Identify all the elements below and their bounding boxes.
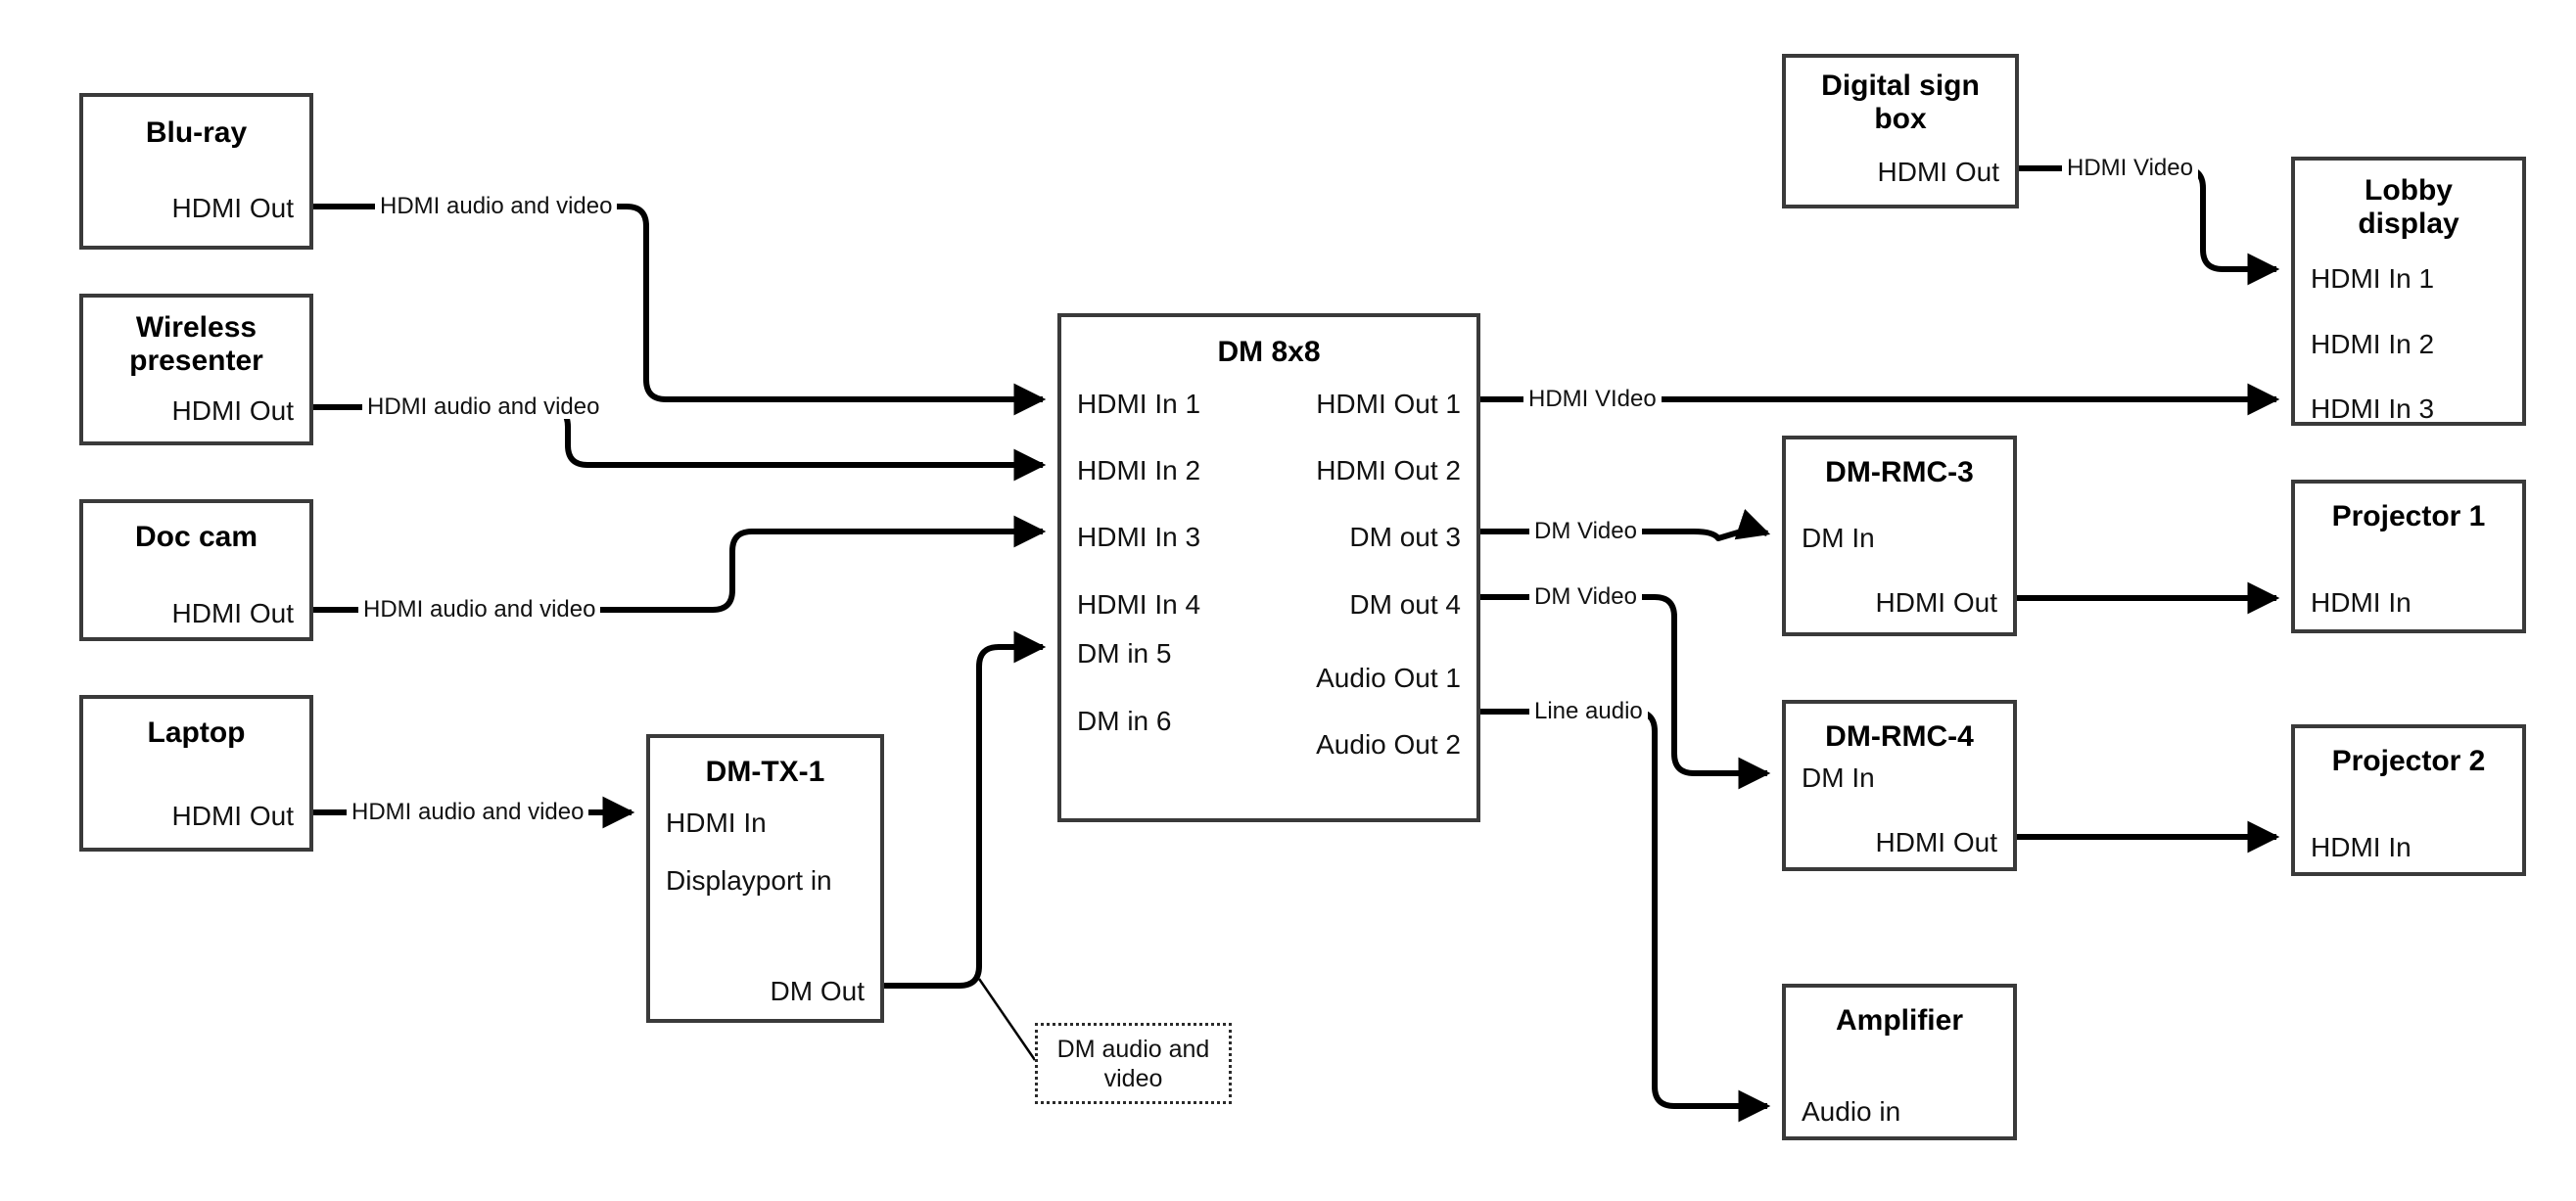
node-dm-rmc-4[interactable]: DM-RMC-4 DM In HDMI Out xyxy=(1782,700,2017,871)
node-lobby-display-title: Lobby display xyxy=(2358,174,2459,240)
node-doc-cam-title: Doc cam xyxy=(134,521,258,553)
node-laptop-title: Laptop xyxy=(147,716,246,749)
node-projector-2[interactable]: Projector 2 HDMI In xyxy=(2291,724,2526,876)
node-dm-8x8-port-dm-in-6[interactable]: DM in 6 xyxy=(1077,706,1172,736)
edge-label-dm8x8-out1-to-lobby: HDMI VIdeo xyxy=(1523,388,1662,411)
node-dm-8x8-port-dm-in-5[interactable]: DM in 5 xyxy=(1077,638,1172,669)
node-projector-2-port-hdmi-in[interactable]: HDMI In xyxy=(2311,832,2412,862)
node-digital-sign-box[interactable]: Digital sign box HDMI Out xyxy=(1782,54,2019,208)
wire-dm8x8-audio-to-amplifier xyxy=(1480,709,1771,1123)
node-bluray-port-hdmi-out[interactable]: HDMI Out xyxy=(171,193,294,223)
node-dm-rmc-4-title: DM-RMC-4 xyxy=(1825,720,1974,753)
node-lobby-display-port-hdmi-in-1[interactable]: HDMI In 1 xyxy=(2311,263,2435,294)
edge-label-laptop-to-dmtx1: HDMI audio and video xyxy=(347,801,589,824)
callout-leader-line xyxy=(977,978,1037,1061)
node-dm-8x8-port-hdmi-in-3[interactable]: HDMI In 3 xyxy=(1077,522,1201,552)
node-lobby-display-port-hdmi-in-3[interactable]: HDMI In 3 xyxy=(2311,393,2435,424)
node-dm-8x8-port-hdmi-out-2[interactable]: HDMI Out 2 xyxy=(1316,455,1461,485)
node-dm-8x8-port-hdmi-out-1[interactable]: HDMI Out 1 xyxy=(1316,389,1461,419)
node-dm-8x8-port-audio-out-1[interactable]: Audio Out 1 xyxy=(1316,663,1461,693)
edge-label-doccam-to-dm8x8: HDMI audio and video xyxy=(358,598,601,622)
wire-dmtx1-to-dm8x8 xyxy=(884,630,1047,989)
node-dm-tx-1-title: DM-TX-1 xyxy=(705,756,825,788)
edge-label-audio-out-1-to-amplifier: Line audio xyxy=(1529,700,1648,723)
edge-label-wireless-to-dm8x8: HDMI audio and video xyxy=(362,395,605,419)
node-dm-tx-1-port-dm-out[interactable]: DM Out xyxy=(770,976,865,1006)
node-lobby-display-port-hdmi-in-2[interactable]: HDMI In 2 xyxy=(2311,329,2435,359)
node-amplifier-port-audio-in[interactable]: Audio in xyxy=(1802,1096,1901,1127)
edge-label-digitalsign-to-lobby: HDMI Video xyxy=(2062,157,2198,180)
node-dm-rmc-3[interactable]: DM-RMC-3 DM In HDMI Out xyxy=(1782,436,2017,636)
node-dm-8x8-port-audio-out-2[interactable]: Audio Out 2 xyxy=(1316,729,1461,760)
node-dm-rmc-3-title: DM-RMC-3 xyxy=(1825,456,1974,488)
wire-bluray-to-dm8x8 xyxy=(313,204,1047,416)
wire-digitalsign-to-lobby xyxy=(2019,165,2280,286)
wire-dm8x8-out4-to-dmrmc4 xyxy=(1480,594,1771,790)
node-dm-8x8-port-hdmi-in-1[interactable]: HDMI In 1 xyxy=(1077,389,1201,419)
node-dm-rmc-3-port-dm-in[interactable]: DM In xyxy=(1802,523,1875,553)
edge-label-bluray-to-dm8x8: HDMI audio and video xyxy=(375,195,618,218)
node-dm-rmc-4-port-dm-in[interactable]: DM In xyxy=(1802,762,1875,793)
node-dm-8x8-port-hdmi-in-4[interactable]: HDMI In 4 xyxy=(1077,589,1201,620)
node-doc-cam[interactable]: Doc cam HDMI Out xyxy=(79,499,313,641)
node-wireless-presenter-port-hdmi-out[interactable]: HDMI Out xyxy=(171,395,294,426)
node-doc-cam-port-hdmi-out[interactable]: HDMI Out xyxy=(171,598,294,628)
node-digital-sign-box-title: Digital sign box xyxy=(1821,69,1980,135)
node-amplifier-title: Amplifier xyxy=(1835,1004,1964,1037)
node-wireless-presenter[interactable]: Wireless presenter HDMI Out xyxy=(79,294,313,445)
node-laptop-port-hdmi-out[interactable]: HDMI Out xyxy=(171,801,294,831)
node-dm-8x8[interactable]: DM 8x8 HDMI In 1 HDMI In 2 HDMI In 3 HDM… xyxy=(1057,313,1480,822)
node-projector-1[interactable]: Projector 1 HDMI In xyxy=(2291,480,2526,633)
node-dm-tx-1-port-displayport-in[interactable]: Displayport in xyxy=(666,865,832,896)
node-bluray-title: Blu-ray xyxy=(145,116,248,149)
node-dm-rmc-3-port-hdmi-out[interactable]: HDMI Out xyxy=(1875,587,1997,618)
node-dm-tx-1-port-hdmi-in[interactable]: HDMI In xyxy=(666,808,767,838)
node-dm-8x8-port-dm-out-3[interactable]: DM out 3 xyxy=(1349,522,1461,552)
node-digital-sign-box-port-hdmi-out[interactable]: HDMI Out xyxy=(1877,157,1999,187)
edge-label-dm8x8-out3-to-dmrmc3: DM Video xyxy=(1529,520,1642,543)
node-bluray[interactable]: Blu-ray HDMI Out xyxy=(79,93,313,250)
node-dm-8x8-port-dm-out-4[interactable]: DM out 4 xyxy=(1349,589,1461,620)
node-dm-8x8-port-hdmi-in-2[interactable]: HDMI In 2 xyxy=(1077,455,1201,485)
node-projector-1-port-hdmi-in[interactable]: HDMI In xyxy=(2311,587,2412,618)
node-dm-rmc-4-port-hdmi-out[interactable]: HDMI Out xyxy=(1875,827,1997,857)
node-laptop[interactable]: Laptop HDMI Out xyxy=(79,695,313,852)
node-wireless-presenter-title: Wireless presenter xyxy=(129,311,263,377)
node-lobby-display[interactable]: Lobby display HDMI In 1 HDMI In 2 HDMI I… xyxy=(2291,157,2526,426)
node-projector-1-title: Projector 1 xyxy=(2331,500,2486,532)
callout-dm-audio-and-video: DM audio and video xyxy=(1035,1023,1232,1104)
edge-label-dm8x8-out4-to-dmrmc4: DM Video xyxy=(1529,585,1642,609)
node-amplifier[interactable]: Amplifier Audio in xyxy=(1782,984,2017,1140)
node-projector-2-title: Projector 2 xyxy=(2331,745,2486,777)
node-dm-tx-1[interactable]: DM-TX-1 HDMI In Displayport in DM Out xyxy=(646,734,884,1023)
node-dm-8x8-title: DM 8x8 xyxy=(1217,336,1321,368)
